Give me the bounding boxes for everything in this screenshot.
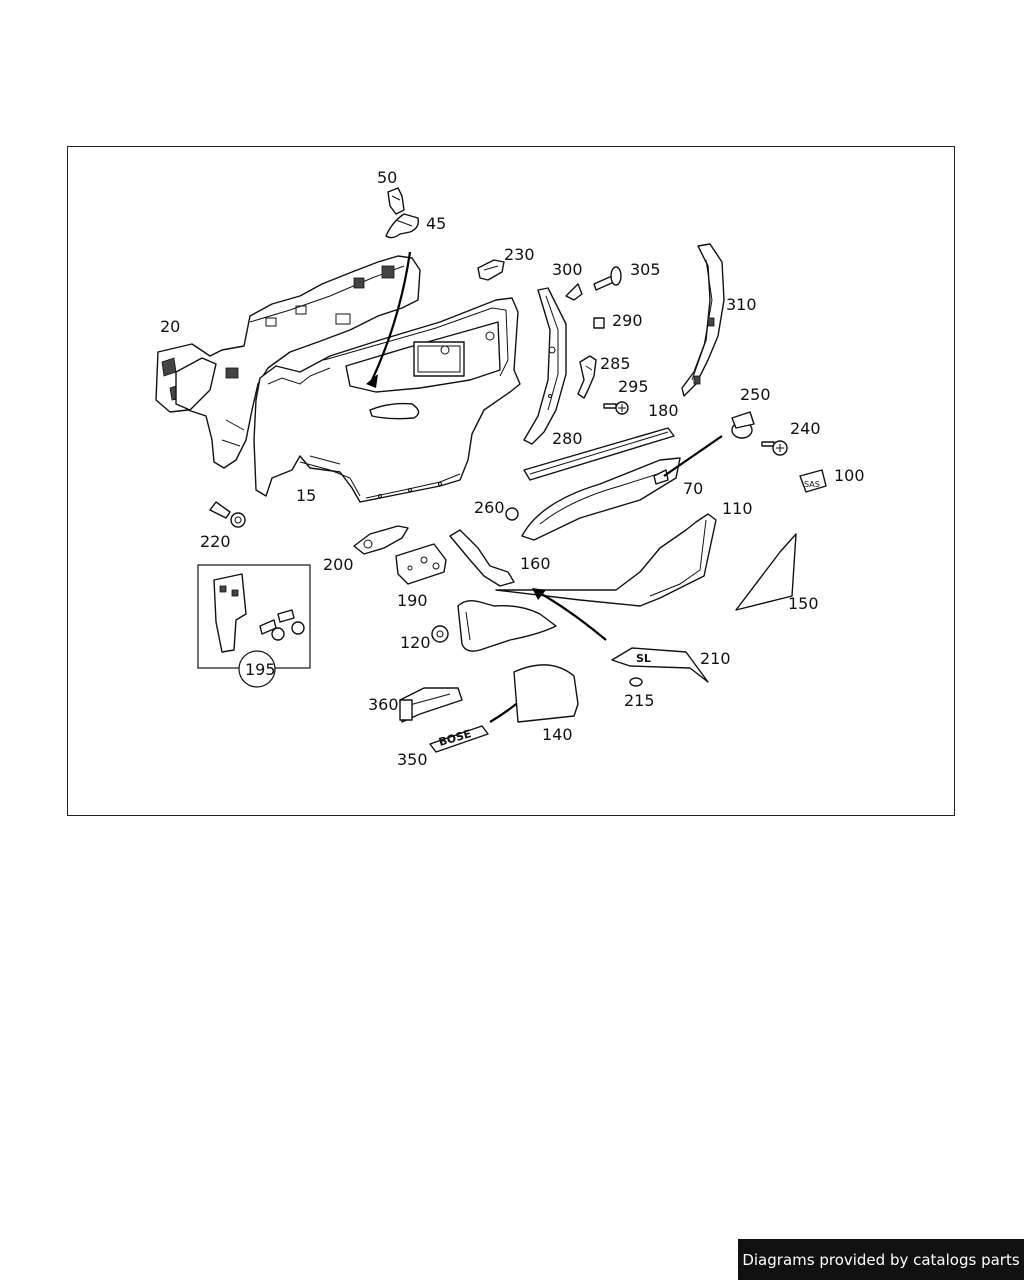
callout-195: 195 (245, 660, 276, 679)
part-250-clip[interactable] (731, 411, 755, 439)
callout-labels: 50 45 230 300 305 310 20 290 285 295 250… (160, 168, 865, 769)
part-190-switch-panel[interactable] (395, 543, 447, 585)
part-160-pull-handle[interactable] (449, 529, 515, 587)
part-290-block[interactable] (593, 317, 605, 329)
part-lower-trim[interactable] (457, 599, 557, 652)
part-350-bose-badge[interactable]: BOSE (429, 725, 489, 753)
part-150-speaker-cover[interactable] (735, 533, 797, 611)
callout-150: 150 (788, 594, 819, 613)
arrow-to-70 (663, 435, 723, 477)
callout-290: 290 (612, 311, 643, 330)
arrow-to-160-head (532, 588, 546, 600)
callout-200: 200 (323, 555, 354, 574)
part-280-pillar-strip[interactable] (523, 287, 567, 445)
part-360-grille-frame[interactable] (399, 687, 463, 723)
callout-250: 250 (740, 385, 771, 404)
part-300-clip[interactable] (565, 283, 583, 301)
part-195-callout-circle (238, 650, 276, 688)
part-70-armrest-insert[interactable] (521, 457, 681, 541)
callout-15: 15 (296, 486, 316, 505)
part-210-sl-badge[interactable]: SL (611, 647, 709, 683)
part-140-speaker-cover[interactable] (513, 664, 579, 723)
part-220-clip[interactable] (209, 501, 246, 528)
callout-350: 350 (397, 750, 428, 769)
part-180-seal-strip[interactable] (523, 427, 675, 481)
callout-180: 180 (648, 401, 679, 420)
callout-220: 220 (200, 532, 231, 551)
callout-140: 140 (542, 725, 573, 744)
callout-360: 360 (368, 695, 399, 714)
part-100-sas-switch[interactable]: SAS (799, 469, 827, 493)
part-15-trim-carrier[interactable] (253, 297, 521, 503)
callout-300: 300 (552, 260, 583, 279)
callout-210: 210 (700, 649, 731, 668)
callout-100: 100 (834, 466, 865, 485)
callout-70: 70 (683, 479, 703, 498)
callout-285: 285 (600, 354, 631, 373)
part-45-bracket[interactable] (385, 213, 420, 239)
part-260-cap[interactable] (505, 507, 519, 521)
part-230-clip[interactable] (477, 259, 505, 281)
callout-160: 160 (520, 554, 551, 573)
part-50-clip[interactable] (387, 187, 405, 215)
part-305-screw[interactable] (593, 266, 622, 291)
callout-260: 260 (474, 498, 505, 517)
callout-230: 230 (504, 245, 535, 264)
part-295-screw[interactable] (603, 401, 629, 415)
callout-20: 20 (160, 317, 180, 336)
callout-240: 240 (790, 419, 821, 438)
part-200-handle-shell[interactable] (353, 525, 409, 555)
callout-120: 120 (400, 633, 431, 652)
callout-45: 45 (426, 214, 446, 233)
sas-badge-text: SAS (804, 480, 820, 489)
sl-badge-text: SL (636, 652, 651, 665)
callout-305: 305 (630, 260, 661, 279)
callout-295: 295 (618, 377, 649, 396)
callout-190: 190 (397, 591, 428, 610)
part-285-bracket[interactable] (577, 355, 597, 399)
part-20-door-frame[interactable] (155, 255, 421, 469)
callout-50: 50 (377, 168, 397, 187)
arrow-45-to-15 (371, 251, 412, 381)
callout-110: 110 (722, 499, 753, 518)
footer-attribution: Diagrams provided by catalogs parts (738, 1239, 1024, 1280)
part-120-grille[interactable] (431, 625, 449, 643)
part-215-emblem[interactable] (629, 677, 643, 687)
callout-215: 215 (624, 691, 655, 710)
arrow-to-160 (537, 591, 607, 641)
part-110-lower-panel[interactable] (495, 513, 717, 607)
callout-310: 310 (726, 295, 757, 314)
arrow-45-head (366, 374, 378, 388)
part-310-pillar-trim[interactable] (681, 243, 725, 397)
part-240-screw[interactable] (761, 440, 788, 456)
part-195-inset[interactable] (197, 564, 311, 688)
callout-280: 280 (552, 429, 583, 448)
